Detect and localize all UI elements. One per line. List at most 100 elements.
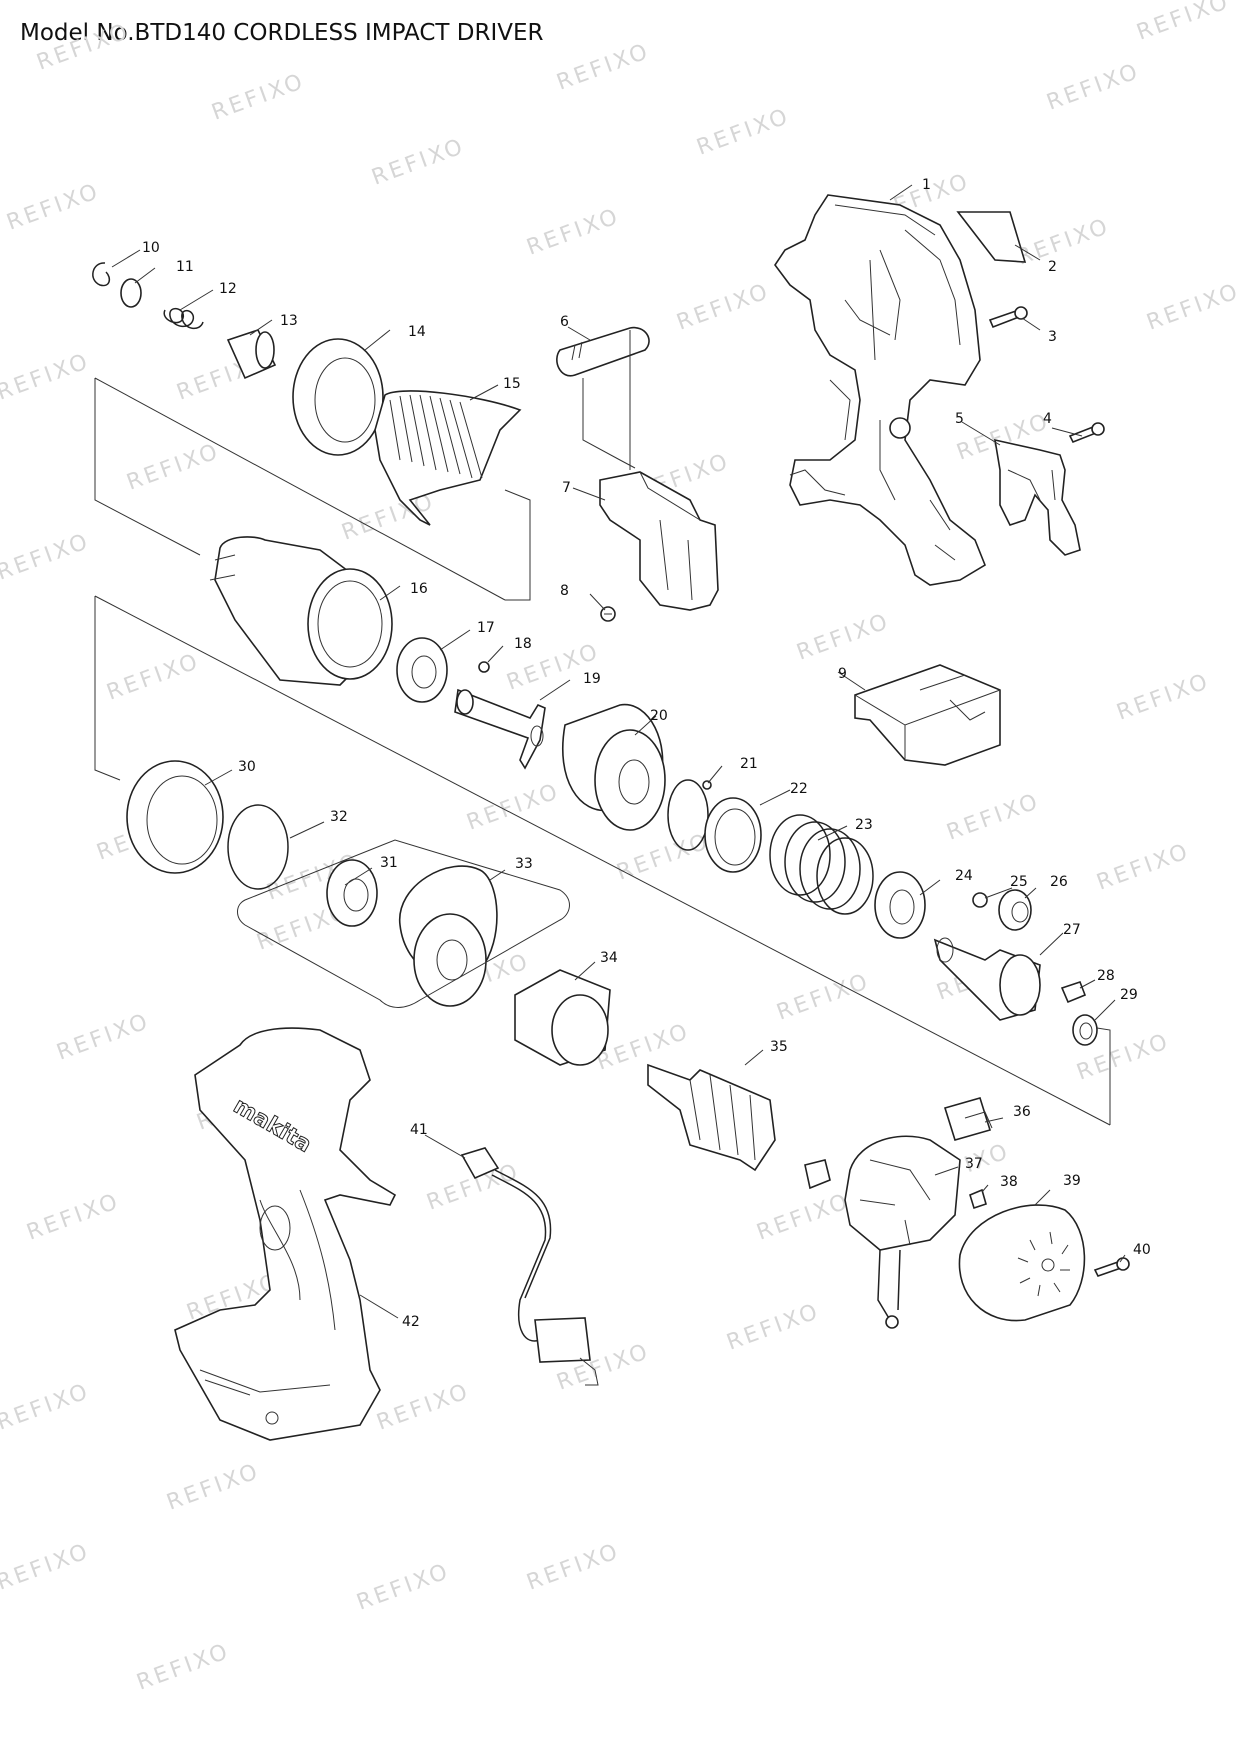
part-3-screw	[988, 306, 1028, 329]
assembly-guide-lines	[94, 330, 1111, 1126]
part-38-pin	[969, 1188, 987, 1210]
part-11-ring	[120, 278, 142, 308]
part-label-11: 11	[176, 259, 194, 275]
part-13-sleeve	[226, 329, 277, 380]
part-16-hammer-case	[209, 536, 393, 686]
part-23-compression-spring	[769, 814, 874, 915]
part-21-o-ring	[667, 779, 712, 851]
part-label-14: 14	[408, 324, 426, 340]
watermark-text: REFIXO	[694, 104, 794, 161]
watermark-text: REFIXO	[524, 204, 624, 261]
part-label-42: 42	[402, 1314, 420, 1330]
part-label-10: 10	[142, 240, 160, 256]
part-label-39: 39	[1063, 1173, 1081, 1189]
watermark-text: REFIXO	[4, 179, 104, 236]
watermark-text: REFIXO	[24, 1189, 124, 1246]
watermark-text: REFIXO	[164, 1459, 264, 1516]
part-37-stator	[804, 1135, 961, 1329]
watermark-text: REFIXO	[724, 1299, 824, 1356]
page-title: Model No.BTD140 CORDLESS IMPACT DRIVER	[20, 20, 544, 46]
part-label-40: 40	[1133, 1242, 1151, 1258]
part-32-o-ring	[227, 804, 289, 890]
watermark-text: REFIXO	[124, 439, 224, 496]
part-28-pin	[1060, 980, 1087, 1004]
part-30-ring-gear	[126, 760, 224, 874]
watermark-text: REFIXO	[54, 1009, 154, 1066]
watermark-text: REFIXO	[134, 1639, 234, 1696]
watermark-text: REFIXO	[209, 69, 309, 126]
watermark-text: REFIXO	[0, 529, 93, 586]
part-label-24: 24	[955, 868, 973, 884]
part-label-8: 8	[560, 583, 569, 599]
part-4-screw	[1068, 422, 1105, 444]
part-10-retaining-ring	[92, 262, 111, 287]
part-label-20: 20	[650, 708, 668, 724]
part-8-screw	[600, 606, 616, 622]
part-label-25: 25	[1010, 874, 1028, 890]
part-label-36: 36	[1013, 1104, 1031, 1120]
part-label-21: 21	[740, 756, 758, 772]
part-33-internal-gear	[399, 865, 498, 1007]
part-label-6: 6	[560, 314, 569, 330]
part-number-labels: 1 2 3 4 5 6 7 8 9 10 11 12 13 14 15 16 1…	[142, 177, 1151, 1330]
watermark-text: REFIXO	[104, 649, 204, 706]
watermark-text: REFIXO	[1134, 0, 1234, 46]
watermark-text: REFIXO	[754, 1189, 854, 1246]
part-label-3: 3	[1048, 329, 1057, 345]
part-31-ball-bearing	[326, 859, 378, 927]
part-29-washer	[1072, 1014, 1098, 1046]
part-39-rear-cover	[958, 1204, 1086, 1322]
watermark-text: REFIXO	[0, 1539, 93, 1596]
watermark-text: REFIXO	[944, 789, 1044, 846]
part-label-2: 2	[1048, 259, 1057, 275]
part-1-housing-half	[774, 194, 986, 586]
part-label-9: 9	[838, 666, 847, 682]
part-40-screw	[1093, 1257, 1130, 1277]
part-27-spindle	[933, 937, 1041, 1021]
part-label-22: 22	[790, 781, 808, 797]
part-label-30: 30	[238, 759, 256, 775]
part-9-controller	[854, 664, 1001, 766]
watermark-text: REFIXO	[554, 39, 654, 96]
part-12-spring	[163, 307, 204, 330]
part-label-18: 18	[514, 636, 532, 652]
watermark-text: REFIXO	[369, 134, 469, 191]
part-label-4: 4	[1043, 411, 1052, 427]
part-20-hammer	[561, 704, 666, 831]
watermark-text: REFIXO	[34, 19, 134, 76]
part-label-17: 17	[477, 620, 495, 636]
part-34-hex-nut	[514, 969, 611, 1066]
part-24-washer	[874, 871, 926, 939]
part-42-housing-set: makita	[174, 1027, 397, 1441]
part-label-41: 41	[410, 1122, 428, 1138]
watermark-text: REFIXO	[524, 1539, 624, 1596]
part-label-34: 34	[600, 950, 618, 966]
part-2-label-plate	[956, 211, 1027, 263]
part-label-29: 29	[1120, 987, 1138, 1003]
part-7-switch	[599, 471, 719, 611]
part-19-anvil	[454, 688, 546, 770]
part-label-1: 1	[922, 177, 931, 193]
part-label-7: 7	[562, 480, 571, 496]
part-label-35: 35	[770, 1039, 788, 1055]
part-label-26: 26	[1050, 874, 1068, 890]
part-17-washer	[396, 637, 448, 703]
part-25-steel-ball	[972, 892, 988, 908]
part-label-16: 16	[410, 581, 428, 597]
watermark-text: REFIXO	[0, 349, 93, 406]
watermark-text: REFIXO	[374, 1379, 474, 1436]
watermark-text: REFIXO	[794, 609, 894, 666]
part-label-32: 32	[330, 809, 348, 825]
part-label-27: 27	[1063, 922, 1081, 938]
part-14-cap-ring	[292, 338, 384, 456]
part-label-33: 33	[515, 856, 533, 872]
watermark-text: REFIXO	[674, 279, 774, 336]
part-label-31: 31	[380, 855, 398, 871]
part-label-37: 37	[965, 1156, 983, 1172]
part-22-washer	[704, 797, 762, 873]
watermark-text: REFIXO	[464, 779, 564, 836]
part-18-steel-ball	[478, 661, 490, 673]
part-label-23: 23	[855, 817, 873, 833]
part-5-trigger	[994, 438, 1081, 556]
